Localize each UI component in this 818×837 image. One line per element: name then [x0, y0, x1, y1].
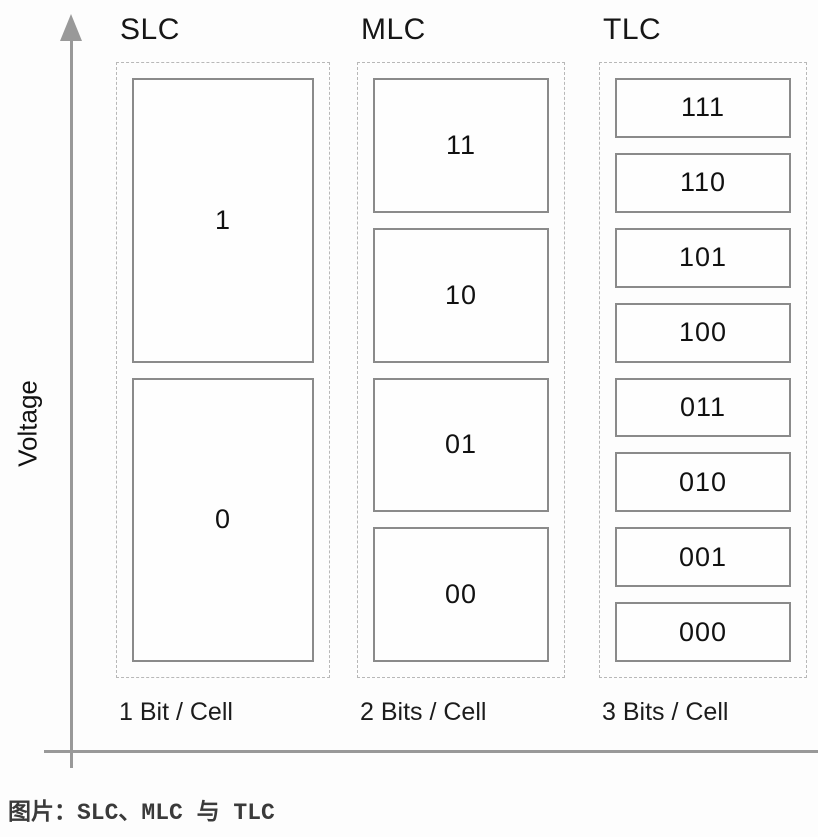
- y-axis-line: [70, 34, 73, 768]
- tlc-cell-110: 110: [615, 152, 791, 213]
- tlc-cell-100: 100: [615, 302, 791, 363]
- cell-value: 1: [214, 204, 232, 235]
- mlc-cell-10: 10: [373, 227, 549, 363]
- tlc-cell-011: 011: [615, 377, 791, 438]
- tlc-cell-010: 010: [615, 452, 791, 513]
- cell-value: 0: [214, 504, 232, 535]
- column-tlc: TLC 111 110 101 100 011 010 001: [599, 10, 807, 727]
- mlc-cell-01: 01: [373, 377, 549, 513]
- tlc-cell-101: 101: [615, 227, 791, 288]
- column-mlc: MLC 11 10 01 00 2 Bits / Cell: [357, 10, 565, 727]
- slc-cell-0: 0: [132, 377, 314, 662]
- column-title-mlc: MLC: [361, 13, 426, 46]
- cell-value: 00: [444, 579, 478, 610]
- bits-label-slc: 1 Bit / Cell: [119, 698, 233, 726]
- mlc-cell-00: 00: [373, 527, 549, 662]
- column-title-tlc: TLC: [603, 13, 662, 46]
- cell-value: 111: [680, 92, 726, 123]
- cell-value: 110: [679, 167, 727, 198]
- cell-value: 001: [678, 541, 728, 572]
- column-title-slc: SLC: [120, 13, 180, 46]
- caption: 图片：SLC、MLC 与 TLC: [8, 800, 275, 826]
- cell-value: 11: [445, 129, 477, 160]
- cell-group-tlc: 111 110 101 100 011 010 001 000: [599, 62, 807, 678]
- tlc-cell-111: 111: [615, 78, 791, 138]
- y-axis-arrow-icon: [60, 14, 82, 41]
- column-slc: SLC 1 0 1 Bit / Cell: [116, 10, 330, 727]
- y-axis-label: Voltage: [12, 380, 43, 467]
- tlc-cell-000: 000: [615, 602, 791, 662]
- bits-label-mlc: 2 Bits / Cell: [360, 698, 487, 726]
- x-axis-line: [44, 750, 818, 753]
- cell-group-slc: 1 0: [116, 62, 330, 678]
- cell-value: 100: [678, 317, 728, 348]
- slc-cell-1: 1: [132, 78, 314, 363]
- cell-value: 010: [678, 466, 728, 497]
- cell-value: 011: [679, 391, 727, 422]
- mlc-cell-11: 11: [373, 78, 549, 213]
- cell-value: 101: [678, 242, 728, 273]
- cell-value: 10: [444, 279, 478, 310]
- cell-group-mlc: 11 10 01 00: [357, 62, 565, 678]
- tlc-cell-001: 001: [615, 527, 791, 588]
- cell-value: 000: [678, 616, 728, 647]
- bits-label-tlc: 3 Bits / Cell: [602, 698, 729, 726]
- cell-value: 01: [444, 429, 478, 460]
